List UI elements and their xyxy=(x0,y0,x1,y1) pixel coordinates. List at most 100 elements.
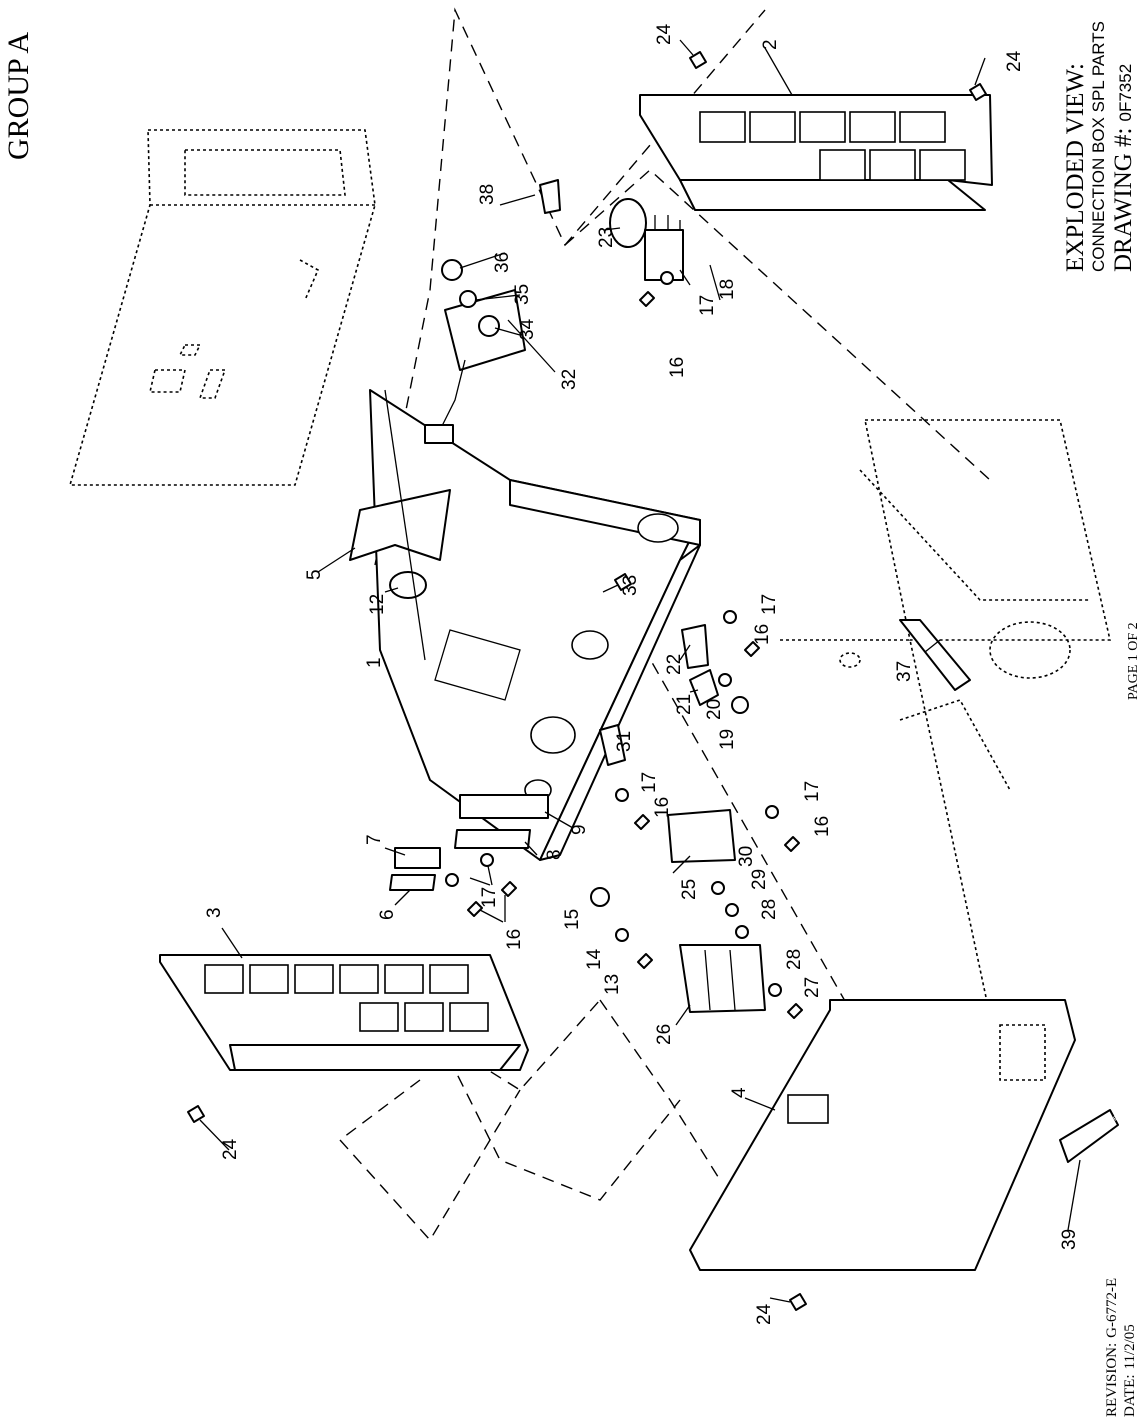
callout-6: 6 xyxy=(377,909,398,920)
callout-15: 15 xyxy=(562,909,583,930)
callout-17-e: 17 xyxy=(802,781,823,802)
part-8-marker-strip xyxy=(454,829,531,849)
revision-value: G-6772-E xyxy=(1104,1278,1120,1338)
part-9-terminal-block xyxy=(459,794,549,819)
part-4-cover xyxy=(689,999,1076,1271)
callout-14: 14 xyxy=(584,948,605,970)
callout-18: 18 xyxy=(717,279,738,300)
callout-19: 19 xyxy=(717,729,738,750)
callout-8: 8 xyxy=(544,849,565,860)
callout-17-a: 17 xyxy=(479,887,500,908)
part-17-lockwasher-c xyxy=(615,788,629,802)
part-23-grommet xyxy=(609,198,647,248)
revision-line: REVISION:G-6772-E xyxy=(1104,1278,1120,1417)
part-35-lockwasher xyxy=(459,290,477,308)
part-12-grommet xyxy=(389,571,427,599)
page-label: PAGE 1 OF 2 xyxy=(1126,622,1138,700)
part-24-screw-top xyxy=(689,51,707,69)
part-24-screw-left xyxy=(187,1105,205,1123)
callout-24-d: 24 xyxy=(754,1303,775,1325)
drawing-number-value: 0F7352 xyxy=(1116,64,1135,122)
callout-24-c: 24 xyxy=(220,1138,241,1160)
part-5-plate xyxy=(349,489,451,561)
callout-39: 39 xyxy=(1059,1229,1080,1250)
part-18-relay xyxy=(644,215,684,281)
part-28-washer-a xyxy=(735,925,749,939)
title-line-1: EXPLODED VIEW: xyxy=(1062,63,1089,272)
callout-labels: 1 2 3 4 5 6 7 8 9 12 13 14 15 16 16 16 1… xyxy=(204,23,1080,1325)
part-13-screw xyxy=(637,953,653,969)
callout-17-b: 17 xyxy=(697,295,718,316)
date-value: 11/2/05 xyxy=(1122,1324,1138,1369)
part-6-marker-strip xyxy=(389,874,436,891)
part-17-lockwasher-b xyxy=(723,610,737,624)
part-20-lockwasher xyxy=(718,673,732,687)
part-16-screw-b xyxy=(744,641,760,657)
callout-24-b: 24 xyxy=(1004,50,1025,72)
part-27-screw xyxy=(787,1003,803,1019)
part-32-sensor xyxy=(424,289,526,444)
callout-32: 32 xyxy=(559,369,580,390)
callout-28-b: 28 xyxy=(784,949,805,970)
callout-28-a: 28 xyxy=(759,899,780,920)
part-16-screw-e xyxy=(467,901,483,917)
part-16-screw-d xyxy=(501,881,517,897)
part-24-screw-bottom xyxy=(789,1293,807,1311)
callout-7: 7 xyxy=(364,834,385,845)
callout-31: 31 xyxy=(614,731,635,752)
callout-17-c: 17 xyxy=(759,594,780,615)
callout-25: 25 xyxy=(679,879,700,900)
date-label: DATE: xyxy=(1122,1375,1138,1418)
part-33-screw xyxy=(614,573,632,591)
callout-13: 13 xyxy=(602,974,623,995)
part-38-clip xyxy=(539,179,561,214)
part-31-clamp xyxy=(599,724,626,766)
callout-30: 30 xyxy=(736,846,757,867)
callout-23: 23 xyxy=(596,227,617,248)
callout-16-d: 16 xyxy=(652,797,673,818)
callout-16-e: 16 xyxy=(812,816,833,837)
part-16-screw-relay xyxy=(639,291,655,307)
part-3-side-panel xyxy=(159,954,529,1071)
callout-20: 20 xyxy=(704,699,725,720)
part-24-screw-topright xyxy=(969,83,987,101)
part-19-nut xyxy=(731,696,749,714)
callout-24-a: 24 xyxy=(654,23,675,45)
callout-29: 29 xyxy=(749,869,770,890)
part-16-screw-c xyxy=(634,814,650,830)
part-2-side-panel xyxy=(639,94,993,211)
part-26-circuit-breaker xyxy=(679,944,766,1013)
part-36-nut xyxy=(441,259,463,281)
callout-33: 33 xyxy=(620,575,641,596)
part-14-lockwasher xyxy=(615,928,629,942)
callout-35: 35 xyxy=(512,284,533,305)
callout-36: 36 xyxy=(492,252,513,273)
callout-16-b: 16 xyxy=(667,357,688,378)
callout-34: 34 xyxy=(517,318,538,340)
callout-12: 12 xyxy=(367,594,388,615)
part-37-bracket xyxy=(899,619,971,691)
callout-27: 27 xyxy=(802,977,823,998)
part-22-fuse-holder xyxy=(681,624,709,669)
part-39-decal: CUSTOMER CONNECTIONS INSIDE xyxy=(1059,1091,1138,1163)
callout-5: 5 xyxy=(304,569,325,580)
enclosure-outline xyxy=(68,129,376,486)
callout-9: 9 xyxy=(569,824,590,835)
callout-4: 4 xyxy=(729,1087,750,1098)
part-1-chassis xyxy=(369,389,701,861)
part-29-washer xyxy=(725,903,739,917)
title-line-2: CONNECTION BOX SPL PARTS xyxy=(1089,21,1108,272)
date-line: DATE: 11/2/05 xyxy=(1122,1324,1138,1417)
callout-16-c: 16 xyxy=(752,624,773,645)
part-17-lockwasher-relay xyxy=(660,271,674,285)
part-34-washer xyxy=(478,315,500,337)
part-21-bracket xyxy=(689,669,719,706)
part-25-terminal-block xyxy=(667,809,736,863)
callout-16-a: 16 xyxy=(504,929,525,950)
callout-38: 38 xyxy=(477,184,498,205)
part-15-washer xyxy=(590,887,610,907)
callout-2: 2 xyxy=(760,39,781,50)
part-7-terminal-block xyxy=(394,847,441,869)
drawing-number: DRAWING #:0F7352 xyxy=(1110,64,1137,272)
